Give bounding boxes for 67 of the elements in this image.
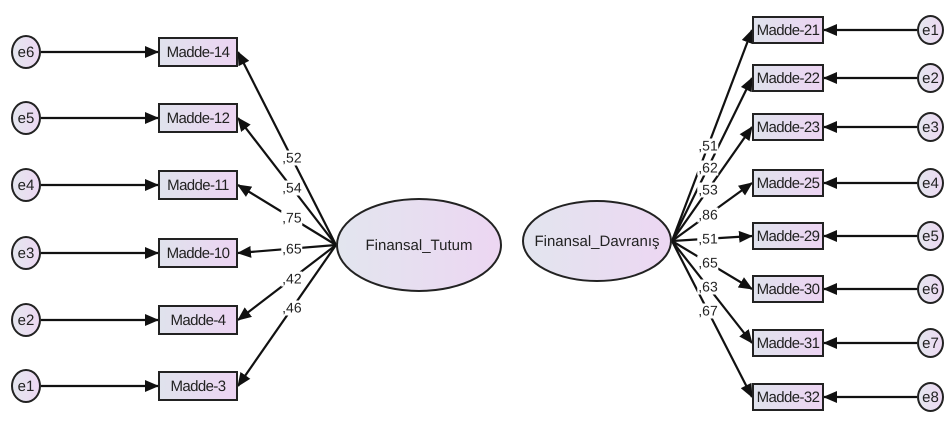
observed-variable-box: Madde-4 (158, 305, 238, 335)
arrow (823, 24, 917, 36)
observed-variable-box: Madde-3 (158, 371, 238, 401)
observed-variable-box: Madde-29 (752, 222, 824, 250)
edge-label: ,62 (697, 160, 719, 176)
error-term-circle: e2 (917, 63, 944, 93)
latent-variable-name: Finansal_Tutum (366, 236, 472, 254)
edge-label: ,75 (281, 210, 303, 226)
observed-variable-box: Madde-21 (752, 16, 824, 44)
observed-variable-box: Madde-14 (158, 37, 238, 67)
edge-label: ,63 (697, 279, 719, 294)
error-term-circle: e2 (11, 303, 41, 337)
arrow (41, 380, 159, 392)
arrow (41, 247, 159, 259)
edge-label: ,53 (697, 182, 719, 198)
observed-variable-box: Madde-31 (752, 329, 824, 357)
arrow (237, 184, 337, 246)
error-term-circle: e1 (917, 15, 944, 45)
arrow (823, 121, 917, 133)
error-term-circle: e1 (11, 369, 41, 403)
arrow (237, 51, 337, 246)
arrow (41, 112, 159, 124)
error-term-circle: e7 (917, 328, 944, 358)
observed-variable-box: Madde-25 (752, 169, 824, 197)
arrow (41, 179, 159, 191)
edge-label: ,65 (281, 241, 303, 256)
observed-variable-box: Madde-12 (158, 103, 238, 133)
observed-variable-box: Madde-22 (752, 64, 824, 92)
edge-label: ,42 (281, 271, 303, 286)
arrow (823, 72, 917, 84)
error-term-circle: e4 (917, 168, 944, 198)
error-term-circle: e4 (11, 168, 41, 202)
error-term-circle: e3 (917, 112, 944, 142)
error-term-circle: e5 (917, 221, 944, 251)
latent-variable-name: Finansal_Davranış (534, 232, 660, 250)
error-term-circle: e6 (917, 274, 944, 304)
arrow (823, 177, 917, 189)
edge-label: ,51 (697, 231, 719, 246)
edge-label: ,52 (281, 150, 303, 166)
arrow (671, 182, 753, 242)
arrow (823, 230, 917, 242)
arrow (672, 230, 753, 243)
arrow (41, 314, 159, 326)
edge-label: ,67 (697, 304, 719, 319)
observed-variable-box: Madde-32 (752, 383, 824, 411)
arrow (237, 244, 337, 387)
observed-variable-box: Madde-23 (752, 113, 824, 141)
arrow (823, 391, 917, 403)
error-term-circle: e3 (11, 236, 41, 270)
error-term-circle: e6 (11, 35, 41, 69)
observed-variable-box: Madde-11 (158, 170, 238, 200)
edge-label: ,46 (281, 300, 303, 316)
edge-label: ,51 (697, 138, 719, 154)
arrow (41, 46, 159, 58)
arrow (671, 240, 753, 290)
edge-label: ,65 (697, 255, 719, 270)
observed-variable-box: Madde-30 (752, 275, 824, 303)
arrow (823, 283, 917, 295)
arrow (237, 244, 337, 321)
observed-variable-box: Madde-10 (158, 238, 238, 268)
arrow (823, 337, 917, 349)
edge-label: ,54 (281, 180, 303, 196)
edge-label: ,86 (697, 207, 719, 222)
arrow (237, 244, 336, 258)
error-term-circle: e5 (11, 101, 41, 135)
arrow (671, 240, 753, 398)
error-term-circle: e8 (917, 382, 944, 412)
